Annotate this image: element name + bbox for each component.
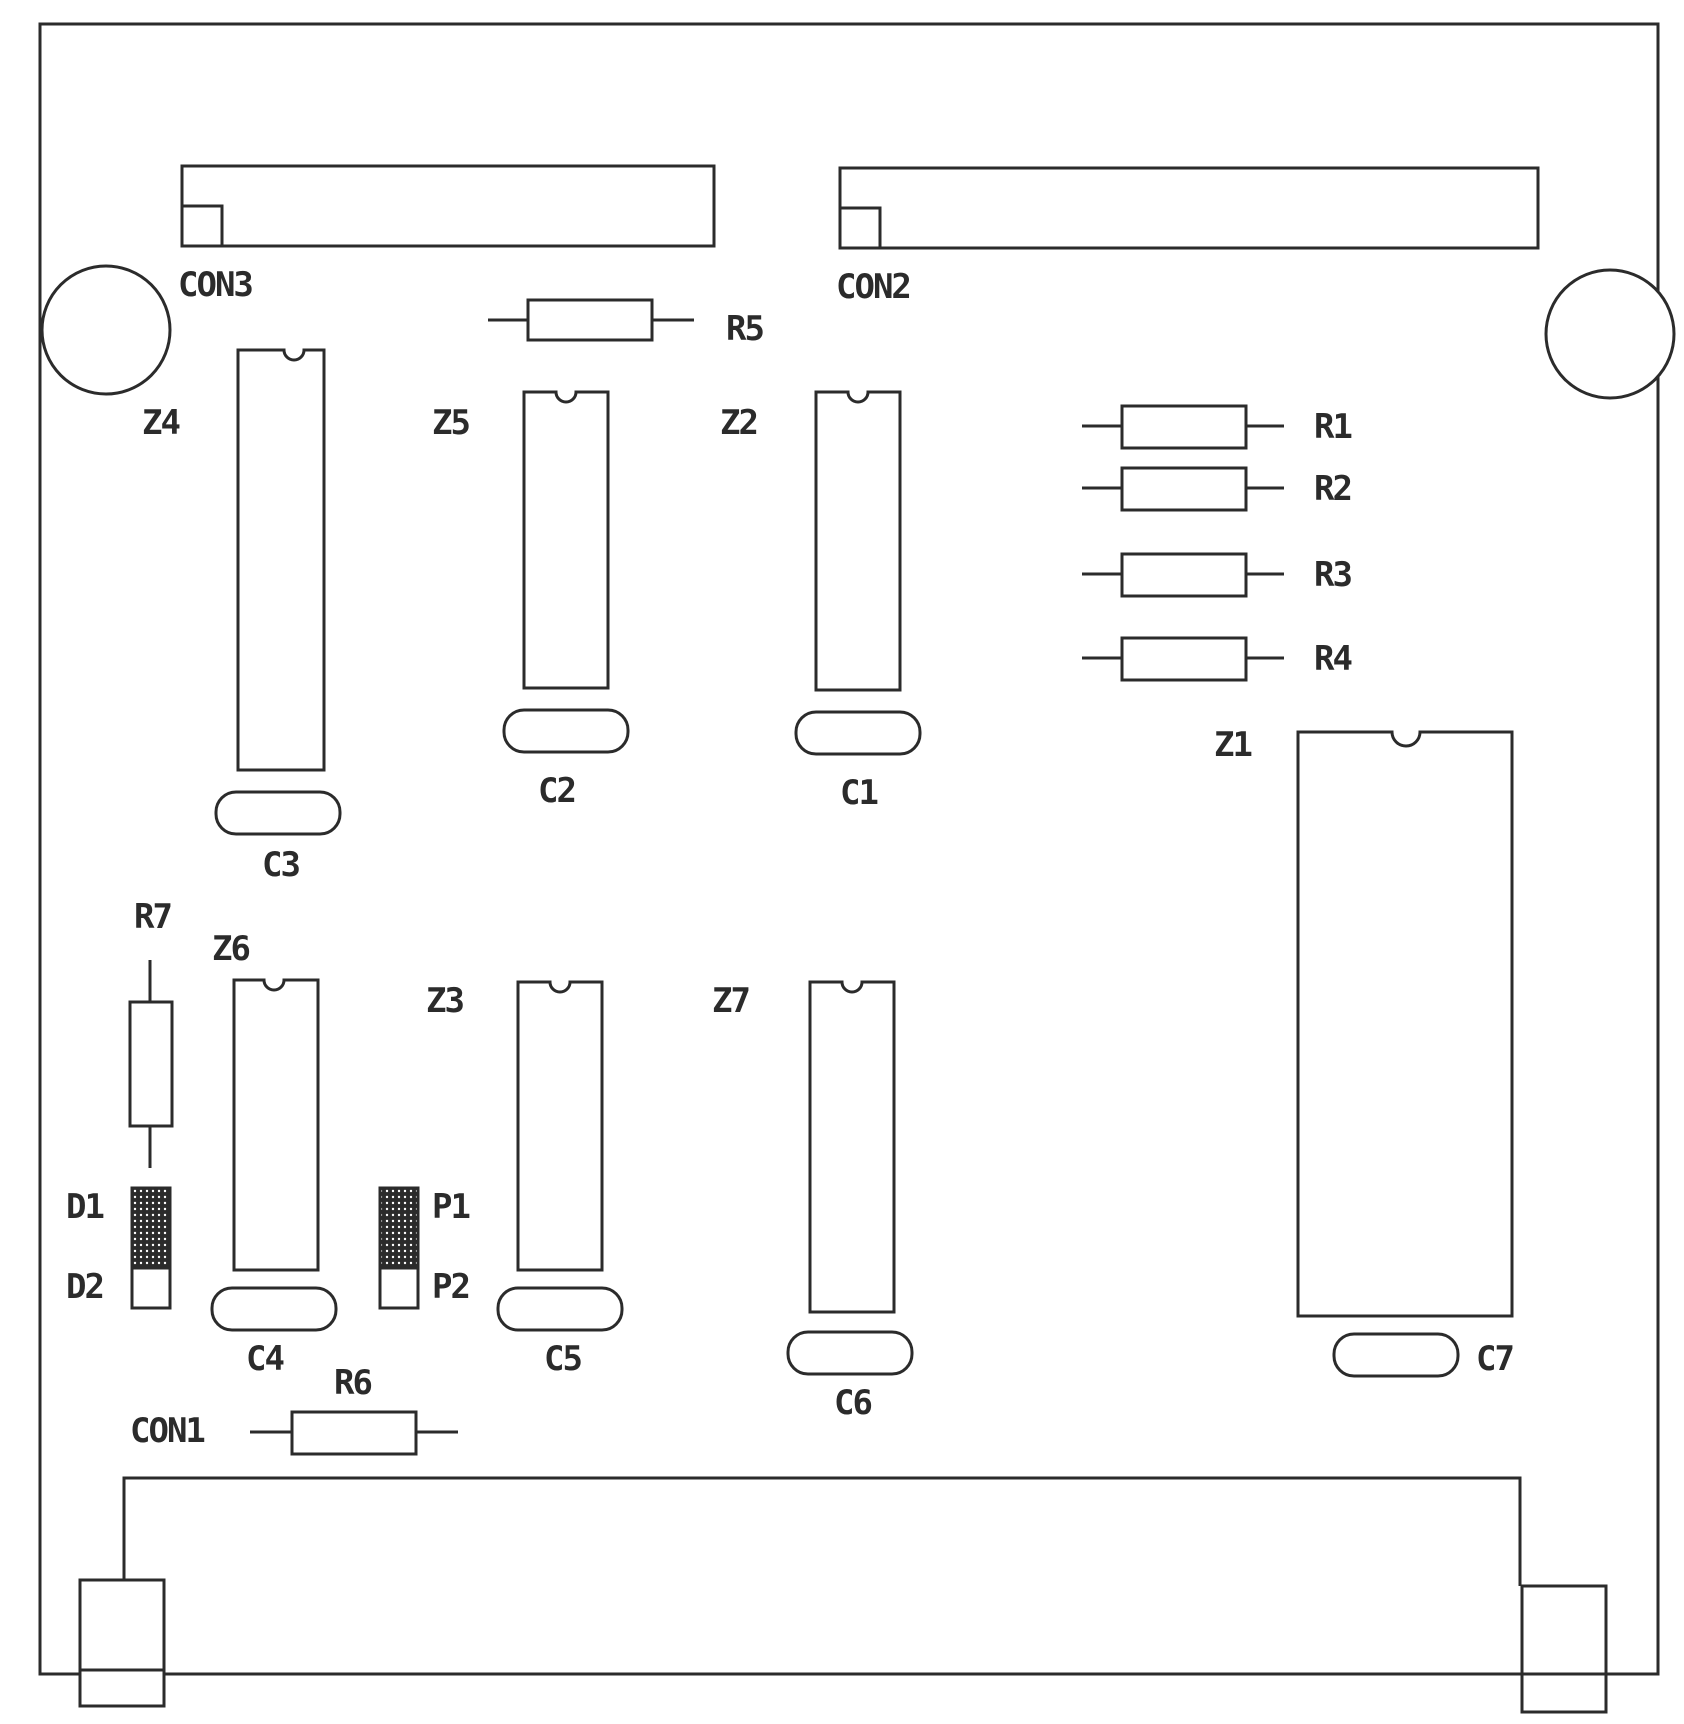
- label-c4: C4: [246, 1339, 283, 1379]
- capacitor-c7: C7: [1332, 1332, 1515, 1379]
- capacitor-c4: C4: [210, 1286, 338, 1379]
- label-con2: CON2: [836, 267, 910, 307]
- capacitor-c2: C2: [502, 708, 630, 811]
- resistor-r7: R7: [128, 897, 174, 1168]
- ic-z5: Z5: [432, 390, 610, 690]
- ic-z1: Z1: [1214, 725, 1514, 1318]
- label-c1: C1: [840, 773, 877, 813]
- label-z4: Z4: [142, 403, 179, 443]
- label-c3: C3: [262, 845, 299, 885]
- connector-con3: CON3: [178, 164, 716, 305]
- label-r1: R1: [1314, 407, 1351, 447]
- label-r6: R6: [334, 1363, 371, 1403]
- ic-z7: Z7: [712, 980, 896, 1314]
- connector-con1: [78, 1476, 1608, 1714]
- ic-z3: Z3: [426, 980, 604, 1272]
- label-z1: Z1: [1214, 725, 1251, 765]
- resistor-r6: R6: [250, 1363, 458, 1456]
- capacitor-c5: C5: [496, 1286, 624, 1379]
- label-r4: R4: [1314, 639, 1351, 679]
- label-c7: C7: [1476, 1339, 1513, 1379]
- ic-z6: Z6: [212, 929, 320, 1272]
- resistor-r3: R3: [1082, 552, 1353, 598]
- jumper-p1: P1: [378, 1186, 471, 1270]
- ic-z2: Z2: [720, 390, 902, 692]
- label-z7: Z7: [712, 981, 749, 1021]
- label-c5: C5: [544, 1339, 581, 1379]
- label-r2: R2: [1314, 469, 1351, 509]
- diode-d2: D2: [66, 1266, 172, 1310]
- label-z5: Z5: [432, 403, 469, 443]
- jumper-p2: P2: [378, 1266, 471, 1310]
- board-outline: [38, 22, 1660, 1676]
- label-r7: R7: [134, 897, 171, 937]
- resistor-r5: R5: [488, 298, 765, 349]
- connector-con2: CON2: [836, 166, 1540, 307]
- label-con3: CON3: [178, 265, 252, 305]
- label-d2: D2: [66, 1267, 103, 1307]
- ic-z4: Z4: [142, 348, 326, 772]
- resistor-r2: R2: [1082, 466, 1353, 512]
- capacitor-c6: C6: [786, 1330, 914, 1423]
- label-z3: Z3: [426, 981, 463, 1021]
- resistor-r1: R1: [1082, 404, 1353, 450]
- label-p1: P1: [432, 1187, 469, 1227]
- label-r5: R5: [726, 309, 763, 349]
- label-c2: C2: [538, 771, 575, 811]
- label-z6: Z6: [212, 929, 249, 969]
- label-p2: P2: [432, 1267, 469, 1307]
- diode-d1: D1: [66, 1186, 172, 1270]
- capacitor-c3: C3: [214, 790, 342, 885]
- mounting-hole-left: [40, 264, 172, 396]
- capacitor-c1: C1: [794, 710, 922, 813]
- label-r3: R3: [1314, 555, 1351, 595]
- label-con1: CON1: [130, 1411, 204, 1451]
- label-z2: Z2: [720, 403, 757, 443]
- label-d1: D1: [66, 1187, 103, 1227]
- mounting-hole-right: [1544, 268, 1676, 400]
- resistor-r4: R4: [1082, 636, 1353, 682]
- label-c6: C6: [834, 1383, 871, 1423]
